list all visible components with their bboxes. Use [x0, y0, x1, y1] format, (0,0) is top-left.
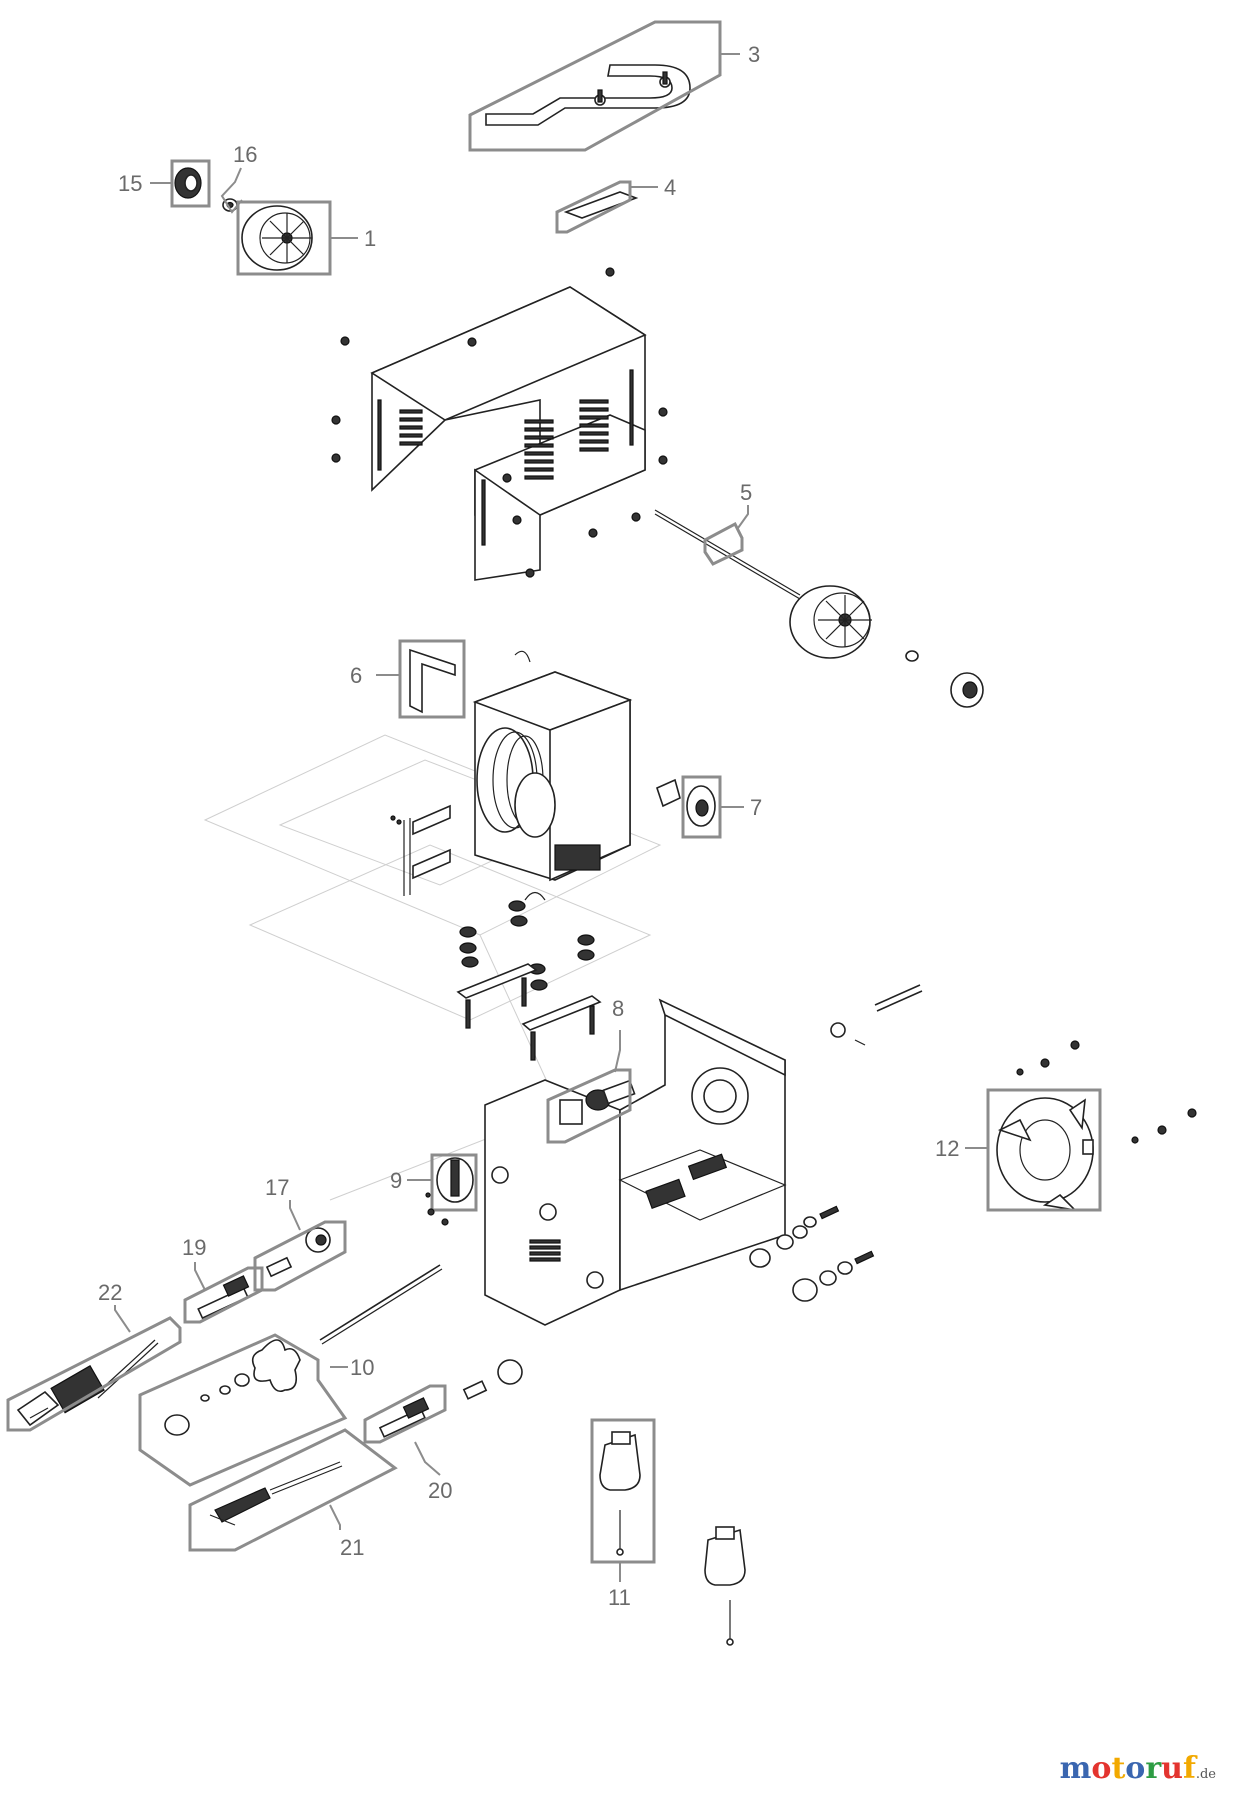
part-selector-knob [436, 1157, 474, 1203]
watermark-letter: u [1161, 1751, 1183, 1786]
callout-label-1: 1 [364, 226, 376, 251]
callout-label-8: 8 [612, 996, 624, 1021]
callout-label-22: 22 [98, 1280, 122, 1305]
part-wheel-cap-right [905, 650, 984, 708]
callout-box-6 [398, 639, 466, 719]
part-cover-strip [563, 191, 639, 219]
part-wheel-right [789, 585, 872, 659]
part-bracket [409, 648, 456, 714]
watermark-name: motoruf [1060, 1751, 1196, 1786]
part-cap [174, 167, 202, 199]
rubber-mounts [456, 900, 602, 1061]
part-switch [656, 778, 716, 827]
callout-box-11 [590, 1418, 656, 1564]
callout-label-20: 20 [428, 1478, 452, 1503]
part-ground-clamp [209, 1461, 343, 1526]
part-handle [485, 64, 691, 126]
part-ground-plug [378, 1359, 523, 1438]
callout-box-20 [363, 1384, 447, 1444]
callout-label-17: 17 [265, 1175, 289, 1200]
watermark-letter: o [1125, 1751, 1146, 1786]
upper-housing [370, 286, 647, 581]
watermark-letter: m [1059, 1751, 1092, 1786]
part-socket [559, 1079, 636, 1125]
callout-box-17 [253, 1220, 347, 1292]
callout-label-6: 6 [350, 663, 362, 688]
part-fan [996, 1097, 1094, 1212]
watermark-letter: r [1145, 1751, 1162, 1786]
part-wheel-left [241, 205, 313, 271]
callout-label-4: 4 [664, 175, 676, 200]
part-foot-spare [704, 1526, 746, 1646]
housing-screws [331, 267, 668, 578]
callout-label-10: 10 [350, 1355, 374, 1380]
callout-label-16: 16 [233, 142, 257, 167]
callout-box-19 [183, 1266, 264, 1324]
transformer [472, 650, 633, 901]
output-terminals [749, 1205, 875, 1302]
part-terminal-socket [265, 1227, 331, 1278]
part-foot [599, 1431, 641, 1556]
watermark-logo: motoruf.de [1060, 1751, 1216, 1786]
knob-hardware [425, 1192, 449, 1226]
callout-box-12 [986, 1088, 1102, 1212]
fan-screws [1016, 1040, 1197, 1144]
part-axle [654, 509, 801, 600]
callout-label-3: 3 [748, 42, 760, 67]
callout-label-19: 19 [182, 1235, 206, 1260]
callout-box-22 [6, 1316, 182, 1432]
support-rod [830, 984, 923, 1046]
callout-label-11: 11 [608, 1585, 631, 1610]
callout-box-9 [430, 1153, 478, 1212]
watermark-letter: o [1091, 1751, 1112, 1786]
callout-label-7: 7 [750, 795, 762, 820]
part-electrode-holder [16, 1339, 159, 1427]
base-chassis [484, 998, 787, 1326]
part-cable-plug [197, 1275, 250, 1320]
part-clamp-knob [164, 1264, 443, 1436]
terminal-plates [390, 804, 451, 896]
callout-label-5: 5 [740, 480, 752, 505]
callout-label-12: 12 [935, 1136, 959, 1161]
callout-box-10 [138, 1333, 348, 1487]
watermark-letter: t [1111, 1751, 1126, 1786]
callout-box-21 [188, 1428, 398, 1552]
callout-box-4 [555, 180, 632, 234]
callout-box-5 [703, 521, 744, 566]
watermark-letter: f [1182, 1751, 1196, 1786]
watermark-tld: .de [1195, 1767, 1216, 1782]
callout-label-15: 15 [118, 171, 142, 196]
callout-label-21: 21 [340, 1535, 364, 1560]
callout-box-3 [468, 20, 722, 152]
callout-label-9: 9 [390, 1168, 402, 1193]
